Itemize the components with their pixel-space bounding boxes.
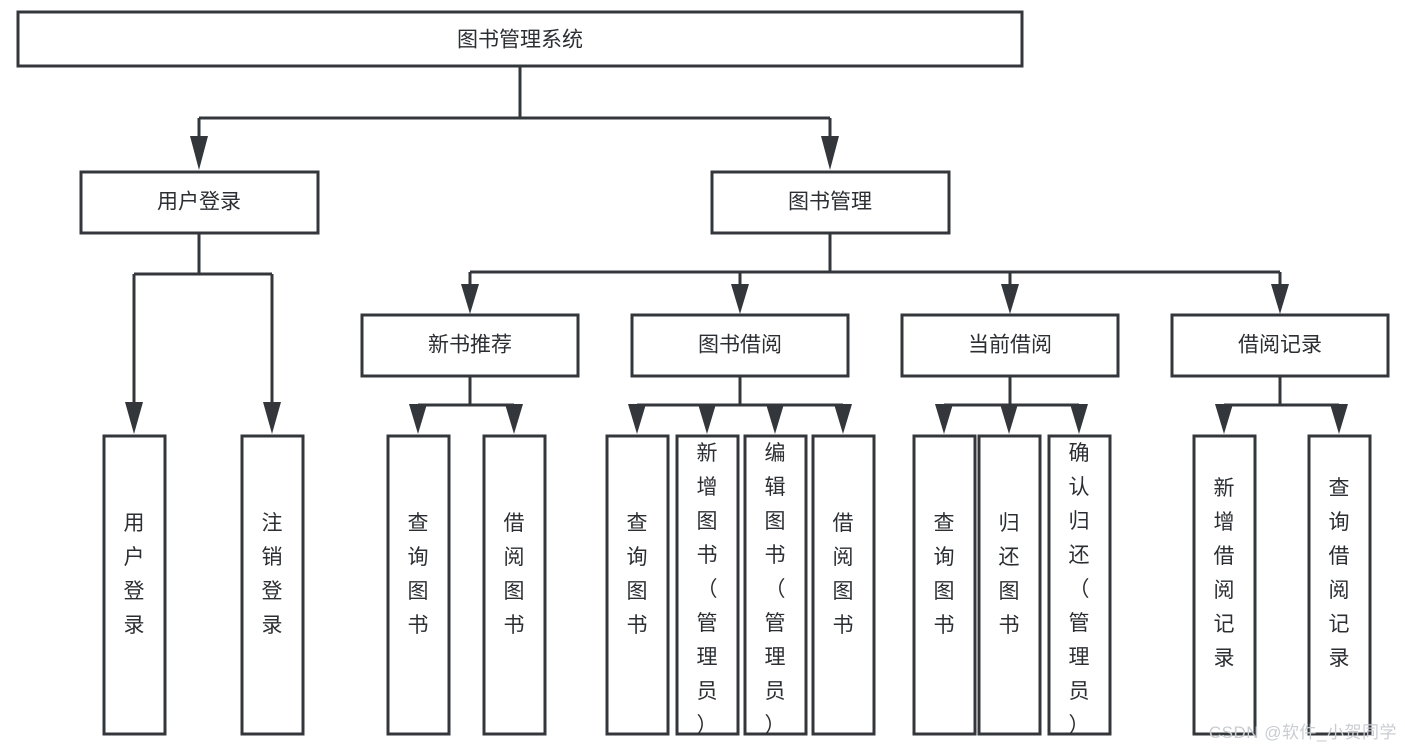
node-book-borrow[interactable]: 图书借阅 xyxy=(630,313,850,378)
leaf-logout-label: 注销登录 xyxy=(262,512,283,637)
leaf-currentborrow-confirm-box[interactable] xyxy=(1047,434,1112,736)
leaf-logout-box[interactable] xyxy=(240,434,305,736)
leaf-node[interactable]: 新增图书（管理员） xyxy=(675,434,740,737)
leaf-node[interactable]: 查询图书 xyxy=(912,434,977,736)
csdn-watermark: CSDN @软件_小贺同学 xyxy=(1208,723,1397,742)
connector-layer xyxy=(125,66,1348,434)
leaf-node[interactable]: 归还图书 xyxy=(977,434,1042,736)
leaf-bookborrow-query-label: 查询图书 xyxy=(627,512,648,637)
node-root-box[interactable] xyxy=(16,10,1024,68)
leaf-user-login-box[interactable] xyxy=(102,434,167,736)
node-book-borrow-box[interactable] xyxy=(630,313,850,378)
leaf-bookborrow-add-box[interactable] xyxy=(675,434,740,736)
leaf-bookborrow-edit-box[interactable] xyxy=(743,434,808,736)
arrow-head-borrowrecord-leaf-1 xyxy=(1215,404,1233,434)
arrow-head-bookborrow-leaf-2 xyxy=(698,404,716,434)
node-book-manage-box[interactable] xyxy=(710,170,951,235)
arrow-head-bookborrow-leaf-4 xyxy=(834,404,852,434)
leaf-currentborrow-confirm-label: 确认归还（管理员） xyxy=(1069,442,1090,737)
arrow-head-currentborrow-leaf-1 xyxy=(935,404,953,434)
arrow-head-leaf-logout xyxy=(263,402,281,434)
leaf-newbook-borrow-label: 借阅图书 xyxy=(504,512,525,637)
arrow-head-newbook-leaf-2 xyxy=(505,404,523,434)
node-borrow-record-label: 借阅记录 xyxy=(1238,334,1322,357)
leaf-newbook-query-label: 查询图书 xyxy=(408,512,429,637)
arrow-head-currentborrow-leaf-2 xyxy=(1000,404,1018,434)
leaf-newbook-borrow-box[interactable] xyxy=(482,434,547,736)
leaf-node[interactable]: 新增借阅记录 xyxy=(1192,434,1257,736)
arrow-head-user-login xyxy=(190,136,208,170)
node-book-manage[interactable]: 图书管理 xyxy=(710,170,951,235)
arrow-head-book-manage xyxy=(821,136,839,170)
leaf-bookborrow-query-box[interactable] xyxy=(605,434,670,736)
node-user-login[interactable]: 用户登录 xyxy=(79,170,320,235)
leaf-bookborrow-add-label: 新增图书（管理员） xyxy=(697,442,718,737)
leaf-user-login-label: 用户登录 xyxy=(124,512,145,637)
leaf-node[interactable]: 借阅图书 xyxy=(811,434,876,736)
leaf-node[interactable]: 注销登录 xyxy=(240,434,305,736)
leaf-node[interactable]: 编辑图书（管理员） xyxy=(743,434,808,737)
leaf-newbook-query-box[interactable] xyxy=(386,434,451,736)
leaf-bookborrow-borrow-label: 借阅图书 xyxy=(833,512,854,637)
node-new-book-recommend[interactable]: 新书推荐 xyxy=(360,313,580,378)
node-new-book-recommend-label: 新书推荐 xyxy=(428,334,512,357)
arrow-head-book-borrow xyxy=(731,284,749,314)
arrow-head-new-book xyxy=(461,284,479,314)
leaf-borrowrecord-add-box[interactable] xyxy=(1192,434,1257,736)
arrow-head-newbook-leaf-1 xyxy=(409,404,427,434)
arrow-head-currentborrow-leaf-3 xyxy=(1070,404,1088,434)
node-current-borrow-label: 当前借阅 xyxy=(968,334,1052,357)
node-borrow-record-box[interactable] xyxy=(1170,313,1390,378)
leaf-node[interactable]: 用户登录 xyxy=(102,434,167,736)
leaf-borrowrecord-add-label: 新增借阅记录 xyxy=(1214,477,1235,670)
leaf-node[interactable]: 确认归还（管理员） xyxy=(1047,434,1112,737)
leaf-bookborrow-borrow-box[interactable] xyxy=(811,434,876,736)
arrow-head-current-borrow xyxy=(1001,284,1019,314)
leaf-currentborrow-return-box[interactable] xyxy=(977,434,1042,736)
leaf-node[interactable]: 查询图书 xyxy=(386,434,451,736)
leaf-node[interactable]: 查询图书 xyxy=(605,434,670,736)
node-borrow-record[interactable]: 借阅记录 xyxy=(1170,313,1390,378)
arrow-head-borrow-record xyxy=(1271,284,1289,314)
node-root-label: 图书管理系统 xyxy=(457,29,583,52)
node-root[interactable]: 图书管理系统 xyxy=(16,10,1024,68)
node-book-manage-label: 图书管理 xyxy=(788,191,872,214)
leaf-borrowrecord-query-label: 查询借阅记录 xyxy=(1329,477,1350,670)
leaf-borrowrecord-query-box[interactable] xyxy=(1307,434,1372,736)
node-user-login-box[interactable] xyxy=(79,170,320,235)
leaf-currentborrow-query-box[interactable] xyxy=(912,434,977,736)
node-current-borrow[interactable]: 当前借阅 xyxy=(900,313,1120,378)
arrow-head-bookborrow-leaf-3 xyxy=(766,404,784,434)
leaf-node[interactable]: 查询借阅记录 xyxy=(1307,434,1372,736)
leaf-bookborrow-edit-label: 编辑图书（管理员） xyxy=(765,442,786,737)
node-current-borrow-box[interactable] xyxy=(900,313,1120,378)
leaf-node[interactable]: 借阅图书 xyxy=(482,434,547,736)
node-book-borrow-label: 图书借阅 xyxy=(698,334,782,357)
leaf-currentborrow-return-label: 归还图书 xyxy=(999,512,1020,637)
node-new-book-recommend-box[interactable] xyxy=(360,313,580,378)
arrow-head-borrowrecord-leaf-2 xyxy=(1330,404,1348,434)
leaf-currentborrow-query-label: 查询图书 xyxy=(934,512,955,637)
arrow-head-bookborrow-leaf-1 xyxy=(628,404,646,434)
node-user-login-label: 用户登录 xyxy=(157,191,241,214)
arrow-head-leaf-user-login xyxy=(125,402,143,434)
